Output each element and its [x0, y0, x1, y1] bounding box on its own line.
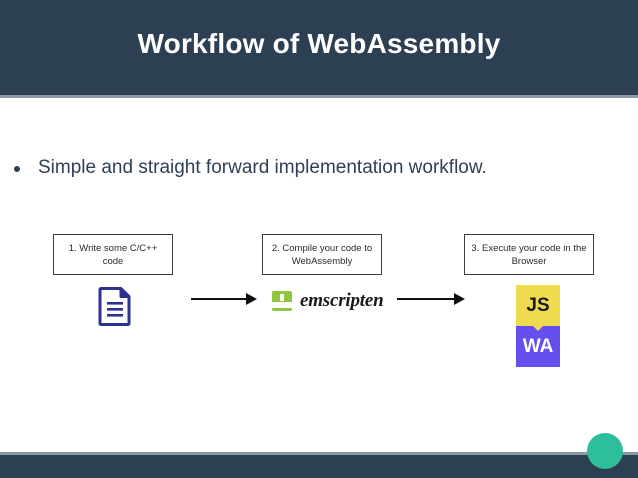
arrow-shaft [191, 298, 246, 300]
arrow-head [246, 293, 257, 305]
emscripten-wordmark: emscripten [300, 290, 384, 311]
arrow-head [454, 293, 465, 305]
bullet-dot-icon [14, 166, 20, 172]
document-icon [98, 287, 131, 326]
js-tile: JS [516, 285, 560, 326]
tile-notch [533, 326, 543, 331]
bullet-text: Simple and straight forward implementati… [38, 157, 487, 178]
slide-footer-bar [0, 455, 638, 478]
emscripten-mark-band [272, 302, 292, 308]
step-box-2: 2. Compile your code to WebAssembly [262, 234, 382, 275]
browser-target-stack: JS WA [516, 285, 560, 367]
arrow-right-icon-2 [397, 293, 465, 305]
page-title: Workflow of WebAssembly [137, 28, 501, 59]
wa-tile: WA [516, 326, 560, 367]
emscripten-mark-icon [272, 291, 292, 311]
bullet-list-item: Simple and straight forward implementati… [14, 155, 614, 181]
header-divider [0, 95, 638, 98]
step-box-1: 1. Write some C/C++ code [53, 234, 173, 275]
emscripten-mark-nub [280, 294, 284, 301]
accent-circle [587, 433, 623, 469]
arrow-right-icon-1 [191, 293, 257, 305]
footer-divider [0, 452, 638, 455]
emscripten-logo: emscripten [272, 290, 384, 312]
slide-header-bar [0, 0, 638, 95]
arrow-shaft [397, 298, 454, 300]
step-box-3: 3. Execute your code in the Browser [464, 234, 594, 275]
